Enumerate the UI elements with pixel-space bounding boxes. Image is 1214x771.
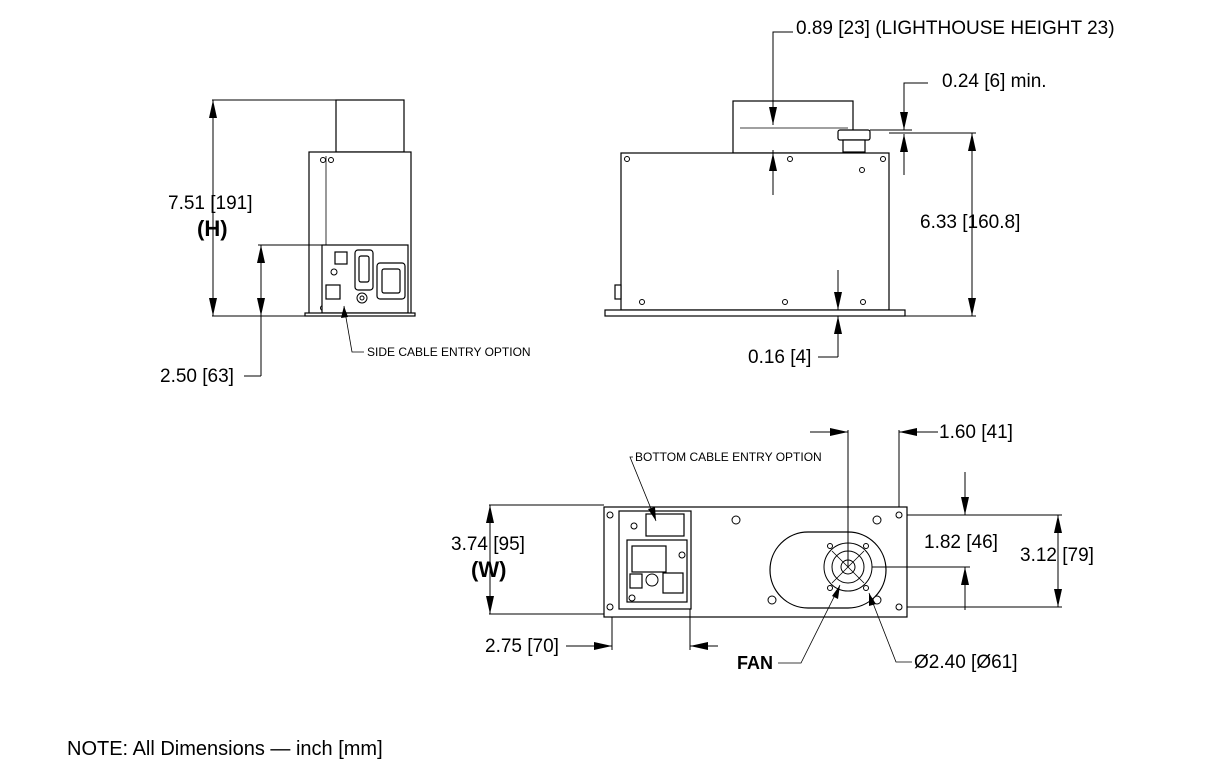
hole-span-dimension: 3.12 [79] <box>1020 545 1094 566</box>
side-lighthouse <box>335 99 405 153</box>
dimensions-note: NOTE: All Dimensions — inch [mm] <box>67 738 383 760</box>
fan-label: FAN <box>737 653 773 673</box>
side-cable-entry-label: SIDE CABLE ENTRY OPTION <box>367 345 531 359</box>
front-body <box>620 152 890 311</box>
offset-dimension: 2.75 [70] <box>485 636 559 657</box>
bottom-cable-entry-label: BOTTOM CABLE ENTRY OPTION <box>635 450 822 464</box>
height-dimension: 7.51 [191] <box>168 193 253 214</box>
fan-x-dimension: 1.60 [41] <box>939 422 1013 443</box>
front-base <box>604 309 906 317</box>
side-rj-port <box>325 284 341 300</box>
height-tag: (H) <box>197 216 228 241</box>
front-lighthouse <box>732 100 854 154</box>
min-gap-dimension: 0.24 [6] min. <box>942 71 1047 92</box>
side-view: 7.51 [191] (H) 2.50 [63] SIDE CABLE ENTR… <box>160 99 531 387</box>
connector-height-dimension: 2.50 [63] <box>160 366 234 387</box>
base-dimension: 0.16 [4] <box>748 347 811 368</box>
side-terminal <box>334 251 348 265</box>
bottom-view: BOTTOM CABLE ENTRY OPTION 3.74 [95] (W) … <box>451 422 1094 673</box>
lighthouse-dimension: 0.89 [23] (LIGHTHOUSE HEIGHT 23) <box>796 18 1115 39</box>
front-cable-connector <box>837 129 871 141</box>
width-dimension: 3.74 [95] <box>451 534 525 555</box>
side-base <box>304 312 416 317</box>
body-height-dimension: 6.33 [160.8] <box>920 212 1020 233</box>
front-view: 0.89 [23] (LIGHTHOUSE HEIGHT 23) 0.24 [6… <box>604 18 1115 368</box>
fan-diameter-dimension: Ø2.40 [Ø61] <box>914 652 1018 673</box>
width-tag: (W) <box>471 557 506 582</box>
fan-y-dimension: 1.82 [46] <box>924 532 998 553</box>
